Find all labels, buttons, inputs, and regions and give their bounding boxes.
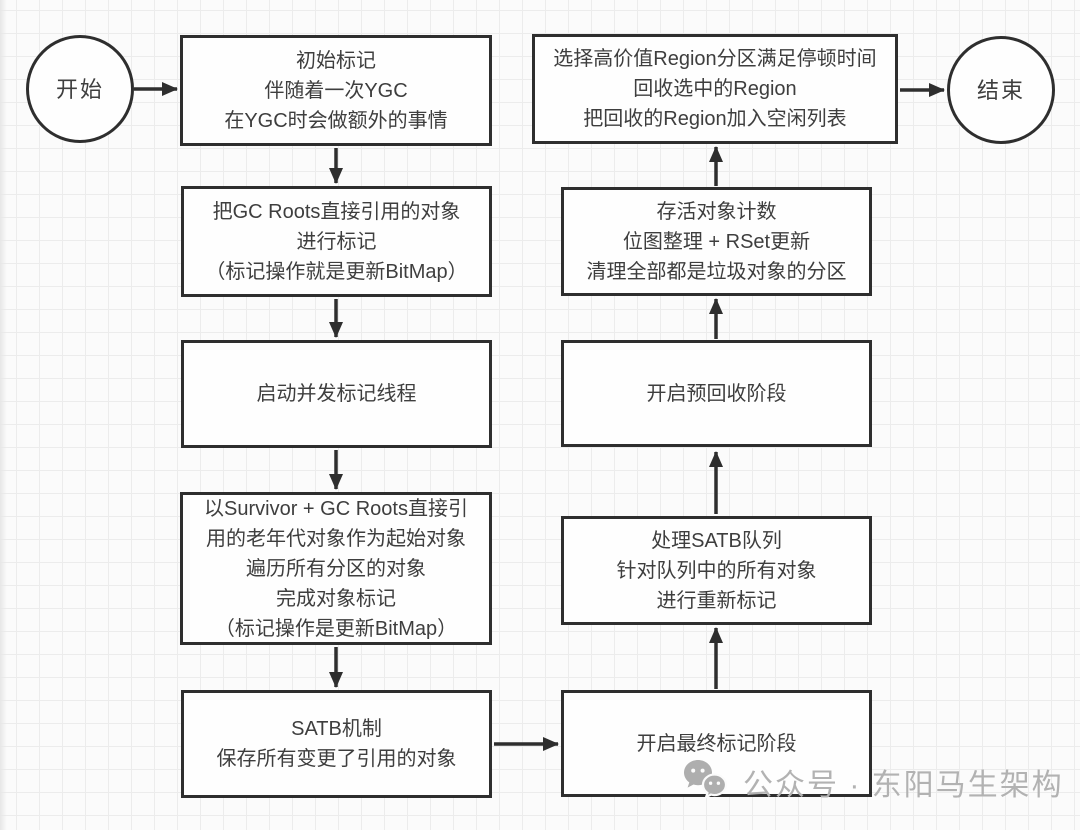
- watermark: 公众号 · 东阳马生架构: [680, 757, 1064, 807]
- flow-node-initial-mark: 初始标记 伴随着一次YGC 在YGC时会做额外的事情: [180, 35, 492, 146]
- flow-terminal-end: 结束: [947, 36, 1055, 144]
- flow-node-select-regions: 选择高价值Region分区满足停顿时间 回收选中的Region 把回收的Regi…: [532, 34, 898, 144]
- watermark-label: 公众号 · 东阳马生架构: [743, 769, 1064, 802]
- flow-node-concurrent-traverse: 以Survivor + GC Roots直接引 用的老年代对象作为起始对象 遍历…: [180, 492, 492, 645]
- flow-terminal-start: 开始: [26, 35, 134, 143]
- flow-node-process-satb-queue: 处理SATB队列 针对队列中的所有对象 进行重新标记: [561, 516, 872, 625]
- flow-node-pre-reclaim-phase: 开启预回收阶段: [561, 340, 872, 447]
- flow-node-live-object-count: 存活对象计数 位图整理 + RSet更新 清理全部都是垃圾对象的分区: [561, 187, 872, 296]
- wechat-icon: [684, 760, 728, 800]
- flow-node-start-concurrent-mark: 启动并发标记线程: [181, 340, 492, 448]
- flow-node-mark-gc-roots: 把GC Roots直接引用的对象 进行标记 （标记操作就是更新BitMap）: [181, 186, 492, 297]
- flow-node-satb-mechanism: SATB机制 保存所有变更了引用的对象: [181, 690, 492, 798]
